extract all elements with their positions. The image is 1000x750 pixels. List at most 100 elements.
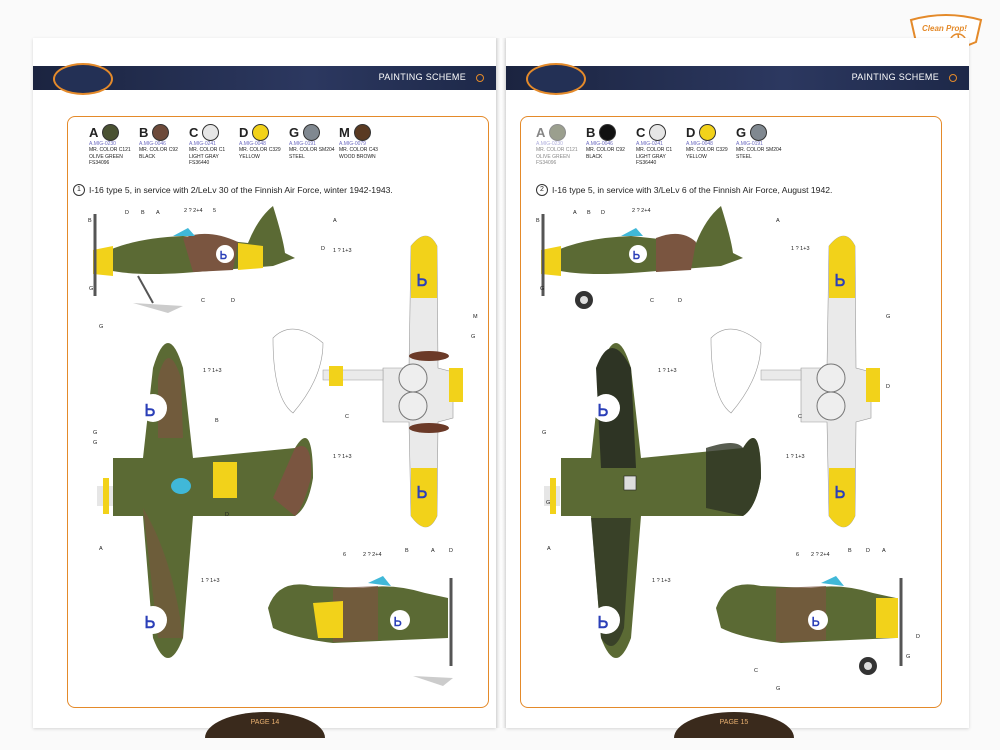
svg-text:Ꮟ: Ꮟ (145, 403, 155, 420)
paint-description: MR. COLOR C329 (239, 147, 281, 154)
color-header: A (536, 124, 596, 141)
paint-code: A.MIG-0241 (189, 141, 216, 147)
paint-swatch-icon (353, 124, 371, 141)
callout-label: 1 ? 1+3 (786, 454, 805, 460)
callout-label: B (405, 548, 409, 554)
paint-swatch-icon (750, 124, 768, 141)
callout-label: 6 (796, 552, 799, 558)
color-letter: B (139, 125, 149, 140)
callout-label: C (798, 414, 802, 420)
page-footer: PAGE 14 (205, 712, 325, 738)
paint-code: A.MIG-0046 (586, 141, 613, 147)
right-bottom-view: Ꮟ Ꮟ (710, 235, 880, 528)
page-header-title: PAINTING SCHEME (378, 72, 466, 82)
callout-label: A (156, 210, 160, 216)
header-logo-icon (526, 63, 586, 95)
callout-label: 1 ? 1+3 (203, 368, 222, 374)
color-letter: G (736, 125, 747, 140)
callout-label: A (431, 548, 435, 554)
paint-description: BLACK (586, 153, 603, 160)
callout-label: G (546, 500, 550, 506)
page-number: PAGE 14 (250, 719, 280, 726)
callout-label: B (848, 548, 852, 554)
callout-label: G (93, 440, 97, 446)
paint-description: MR. COLOR C1 (636, 147, 673, 154)
callout-label: 1 ? 1+3 (791, 246, 810, 252)
callout-label: D (321, 246, 325, 252)
paint-description: LIGHT GRAY (189, 153, 219, 160)
right-side-view-top: Ꮟ (541, 206, 743, 309)
paint-description: MR. COLOR C329 (686, 147, 728, 154)
callout-label: D (866, 548, 870, 554)
callouts: B A B D 2 ? 2+4 G C D 1 ? 1+3 A 1 ? 1+3 … (536, 208, 920, 692)
paint-description: FS36440 (189, 160, 210, 167)
paint-description: LIGHT GRAY (636, 153, 666, 160)
callout-label: A (573, 210, 577, 216)
color-header: A (89, 124, 149, 141)
color-letter: A (536, 125, 546, 140)
paint-description: FS34096 (536, 160, 557, 167)
callout-label: 1 ? 1+3 (333, 248, 352, 254)
callout-label: G (906, 654, 910, 660)
color-header: G (289, 124, 349, 141)
callout-label: G (99, 324, 103, 330)
scheme-number: 2 (536, 184, 548, 196)
scheme-caption: 1 I-16 type 5, in service with 2/LeLv 30… (73, 184, 393, 196)
paint-swatch-icon (303, 124, 321, 141)
callout-label: C (754, 668, 758, 674)
callout-label: G (471, 334, 475, 340)
color-letter: G (289, 125, 300, 140)
svg-text:Ꮟ: Ꮟ (220, 250, 227, 262)
paint-description: FS36440 (636, 160, 657, 167)
scheme-caption-text: I-16 type 5, in service with 3/LeLv 6 of… (552, 185, 833, 195)
color-letter: B (586, 125, 596, 140)
svg-text:Ꮟ: Ꮟ (598, 403, 608, 420)
callout-label: D (231, 298, 235, 304)
color-header: B (586, 124, 646, 141)
left-aircraft-views: Ꮟ Ꮟ Ꮟ Ꮟ Ꮟ (88, 206, 478, 686)
callout-label: 2 ? 2+4 (811, 552, 830, 558)
callout-label: G (93, 430, 97, 436)
svg-text:Ꮟ: Ꮟ (633, 250, 640, 262)
paint-description: MR. COLOR C43 (339, 147, 378, 154)
callout-label: D (601, 210, 605, 216)
color-header: D (239, 124, 299, 141)
paint-swatch-icon (549, 124, 567, 141)
callout-label: G (886, 314, 890, 320)
color-letter: D (239, 125, 249, 140)
paint-description: STEEL (289, 153, 305, 160)
page-number: PAGE 15 (719, 719, 749, 726)
svg-text:Ꮟ: Ꮟ (598, 615, 608, 632)
callout-label: 5 (213, 208, 216, 214)
right-top-view: Ꮟ Ꮟ (544, 343, 761, 658)
svg-text:Ꮟ: Ꮟ (835, 485, 845, 502)
color-header: B (139, 124, 199, 141)
callout-label: C (345, 414, 349, 420)
callout-label: M (473, 314, 478, 320)
left-side-view-top: Ꮟ (93, 206, 295, 313)
color-header: C (189, 124, 249, 141)
content-frame (67, 116, 489, 708)
svg-text:Ꮟ: Ꮟ (417, 485, 427, 502)
callout-label: 1 ? 1+3 (333, 454, 352, 460)
callout-label: A (333, 218, 337, 224)
scheme-caption-text: I-16 type 5, in service with 2/LeLv 30 o… (89, 185, 393, 195)
color-header: C (636, 124, 696, 141)
color-letter: M (339, 125, 350, 140)
paint-swatch-icon (649, 124, 667, 141)
color-letter: C (636, 125, 646, 140)
header-dot-icon (949, 74, 957, 82)
color-letter: A (89, 125, 99, 140)
paint-code: A.MIG-0191 (736, 141, 763, 147)
paint-description: MR. COLOR C92 (139, 147, 178, 154)
callout-label: A (99, 546, 103, 552)
paint-code: A.MIG-0191 (289, 141, 316, 147)
paint-code: A.MIG-0241 (636, 141, 663, 147)
